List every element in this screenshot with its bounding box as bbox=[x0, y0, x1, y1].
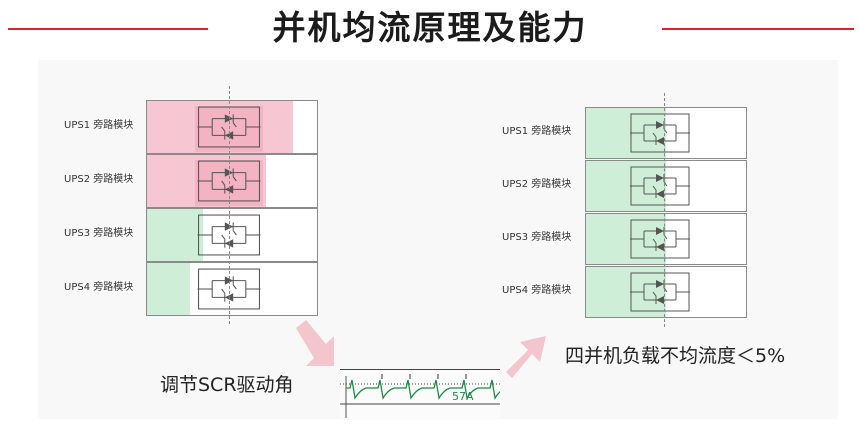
thyristor-pair-icon bbox=[630, 219, 690, 259]
waveform-chart: 57A bbox=[340, 374, 514, 418]
bypass-module bbox=[585, 213, 747, 265]
row-label: UPS3 旁路模块 bbox=[502, 232, 572, 243]
load-level-fill bbox=[147, 263, 190, 315]
row-label: UPS1 旁路模块 bbox=[64, 120, 134, 131]
down-right-arrow-icon bbox=[296, 320, 334, 366]
waveform-reading: 57A bbox=[452, 390, 474, 403]
center-reference-line bbox=[664, 93, 665, 327]
load-level-fill bbox=[586, 214, 666, 264]
title-rule-right bbox=[662, 28, 854, 30]
load-level-fill bbox=[586, 267, 666, 317]
up-right-arrow-icon bbox=[506, 336, 546, 378]
bypass-module bbox=[146, 154, 318, 208]
center-reference-line bbox=[229, 86, 230, 324]
adjust-caption: 调节SCR驱动角 bbox=[160, 374, 294, 396]
scr-block bbox=[628, 166, 692, 210]
row-label: UPS4 旁路模块 bbox=[502, 285, 572, 296]
bypass-module bbox=[146, 100, 318, 154]
scope-ticks bbox=[381, 374, 467, 379]
row-label: UPS3 旁路模块 bbox=[64, 228, 134, 239]
load-level-fill bbox=[147, 209, 204, 261]
thyristor-pair-icon bbox=[630, 166, 690, 206]
scr-block bbox=[628, 272, 692, 316]
row-label: UPS2 旁路模块 bbox=[502, 179, 572, 190]
thyristor-pair-icon bbox=[630, 113, 690, 153]
row-label: UPS1 旁路模块 bbox=[502, 126, 572, 137]
bypass-module bbox=[585, 266, 747, 318]
scr-block bbox=[628, 113, 692, 157]
bypass-module bbox=[146, 208, 318, 262]
bypass-module bbox=[585, 160, 747, 212]
scr-block bbox=[628, 219, 692, 263]
page-title: 并机均流原理及能力 bbox=[272, 8, 588, 47]
row-label: UPS4 旁路模块 bbox=[64, 282, 134, 293]
load-level-fill bbox=[586, 108, 666, 158]
load-level-fill bbox=[586, 161, 666, 211]
current-waveform bbox=[346, 379, 514, 400]
waveform-snapshot: 57A bbox=[340, 369, 514, 420]
result-caption: 四并机负载不均流度＜5% bbox=[565, 345, 786, 367]
bypass-module bbox=[146, 262, 318, 316]
bypass-module bbox=[585, 107, 747, 159]
title-rule-left bbox=[8, 28, 208, 30]
row-label: UPS2 旁路模块 bbox=[64, 174, 134, 185]
thyristor-pair-icon bbox=[630, 272, 690, 312]
